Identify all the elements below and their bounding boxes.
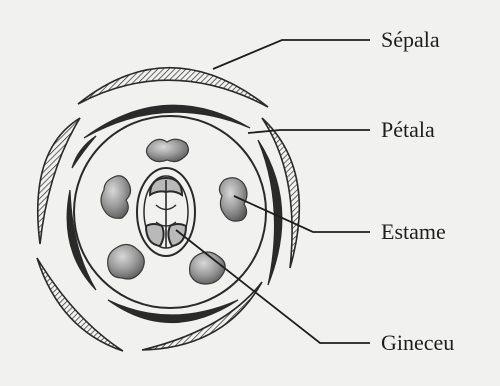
petal-left-upper [72,136,96,168]
gynoecium [137,168,195,256]
stamen-bottom-left [108,244,145,279]
leader-estame [234,196,370,232]
label-gineceu: Gineceu [381,332,454,354]
petal-bottom [108,300,238,323]
stamen-group [101,139,247,284]
petal-left-lower [67,190,96,290]
petal-group [67,105,282,322]
leader-sepala [213,40,370,69]
stamen-bottom-right [190,252,226,284]
label-estame: Estame [381,221,446,243]
sepal-top [78,68,268,107]
leader-petala [248,130,370,133]
label-petala: Pétala [381,119,435,141]
label-sepala: Sépala [381,29,440,51]
sepal-right [262,118,299,268]
stamen-left [101,176,131,219]
gynoecium-bottom-left-lobe [146,224,164,246]
leader-gineceu [176,230,370,343]
stamen-top [147,139,189,161]
